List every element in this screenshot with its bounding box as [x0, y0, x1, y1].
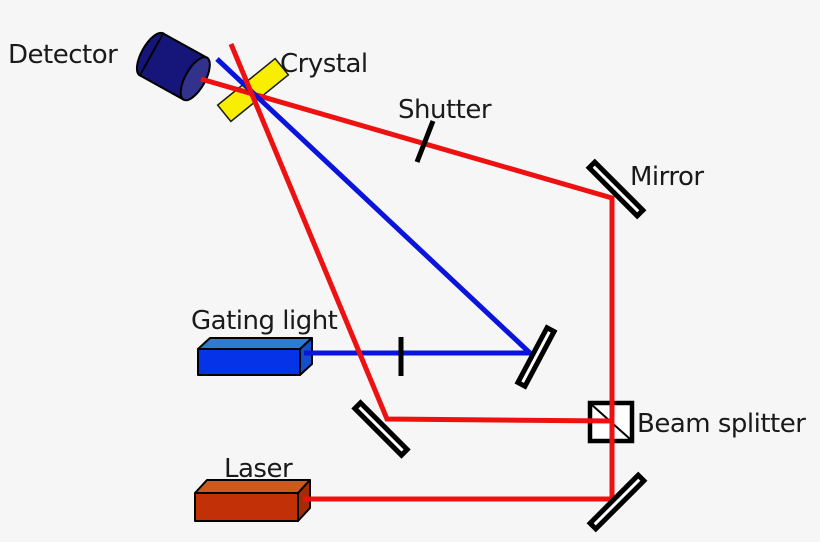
detector-label: Detector: [8, 40, 118, 70]
red-beam-main: [200, 76, 615, 502]
mirror-label: Mirror: [630, 162, 704, 192]
laser-front-face: [194, 492, 299, 522]
gating-light-front-face: [197, 348, 301, 376]
detector-device: [135, 31, 211, 102]
red-beam-branch: [228, 43, 613, 424]
shutter-label: Shutter: [398, 95, 492, 125]
gating-light-top-face: [197, 337, 313, 350]
blue-beam: [215, 57, 537, 356]
laser-label: Laser: [224, 454, 293, 484]
mirror-top-right: [585, 158, 647, 220]
shutter-tick: [414, 120, 436, 163]
mirror-blue-beam: [514, 324, 558, 390]
crystal-label: Crystal: [280, 49, 368, 79]
mirror-red-branch: [351, 399, 411, 459]
detector-face: [179, 56, 211, 102]
gating-light-label: Gating light: [191, 306, 338, 336]
laser-box: [194, 479, 311, 522]
beam-splitter-label: Beam splitter: [637, 409, 806, 439]
mirror-bottom-right: [586, 471, 648, 533]
gating-light-box: [197, 337, 313, 376]
